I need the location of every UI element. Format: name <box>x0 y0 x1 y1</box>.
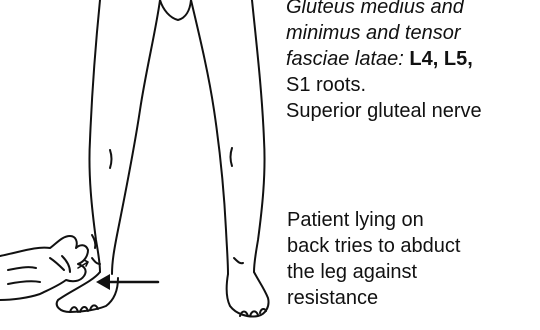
left-leg-outer <box>89 0 100 272</box>
caption-top-line-2: minimus and tensor <box>286 20 540 46</box>
caption-bottom-line-2: back tries to abduct <box>287 233 537 259</box>
examiner-fingers <box>8 258 64 284</box>
caption-bottom-line-3: the leg against <box>287 259 537 285</box>
right-leg-outer <box>252 0 265 272</box>
caption-top-line-1: Gluteus medius and <box>286 0 540 20</box>
pelvis-outline <box>160 0 191 20</box>
muscle-nerve-caption: Gluteus medius and minimus and tensor fa… <box>286 0 540 124</box>
test-instruction-caption: Patient lying on back tries to abduct th… <box>287 207 537 311</box>
caption-top-line-3-italic: fasciae latae: <box>286 48 409 70</box>
left-knee-mark <box>110 150 112 168</box>
right-leg-inner <box>191 0 228 274</box>
caption-bottom-line-4: resistance <box>287 285 537 311</box>
right-ankle-mark <box>234 258 243 263</box>
caption-top-line-4: S1 roots. <box>286 72 540 98</box>
left-leg-inner <box>112 0 160 274</box>
caption-bottom-line-1: Patient lying on <box>287 207 537 233</box>
right-knee-mark <box>231 148 233 166</box>
caption-top-line-5: Superior gluteal nerve <box>286 98 540 124</box>
caption-top-line-3-bold: L4, L5, <box>409 48 472 70</box>
caption-top-line-3: fasciae latae: L4, L5, <box>286 46 540 72</box>
arrow-left-icon <box>96 274 158 290</box>
